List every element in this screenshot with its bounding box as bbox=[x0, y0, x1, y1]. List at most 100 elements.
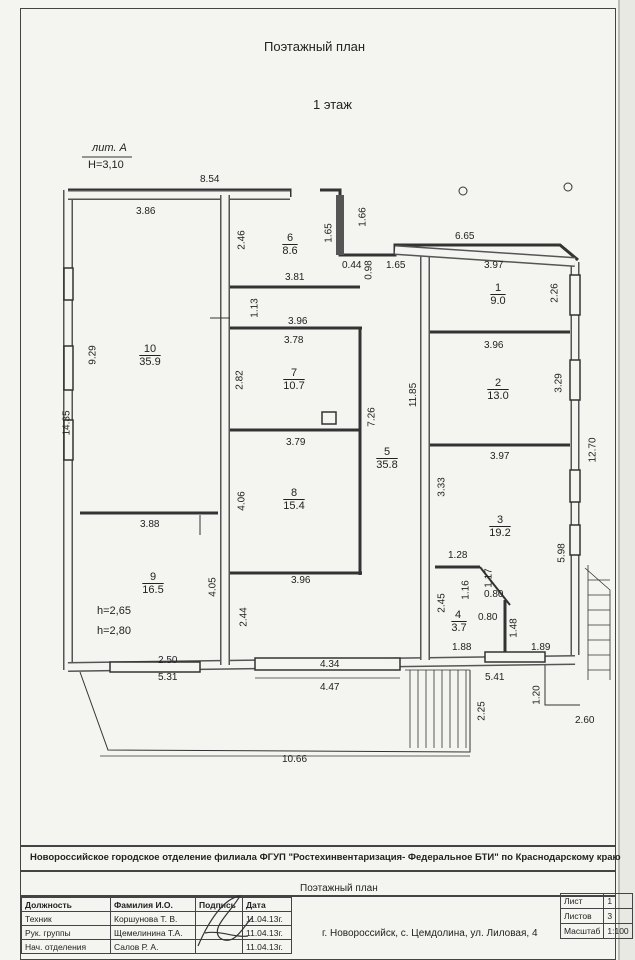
room-10-number: 10 bbox=[143, 343, 157, 355]
row-role: Рук. группы bbox=[21, 925, 111, 940]
dim-8-54: 8.54 bbox=[200, 174, 220, 185]
address: г. Новороссийск, с. Цемдолина, ул. Лилов… bbox=[322, 928, 538, 939]
room-4-number: 4 bbox=[454, 609, 462, 621]
dim-6-65: 6.65 bbox=[455, 231, 475, 242]
room-3-number: 3 bbox=[496, 514, 504, 526]
dim-1-20: 1.20 bbox=[531, 685, 543, 705]
dim-2-82: 2.82 bbox=[234, 370, 246, 390]
sheets-value: 3 bbox=[603, 908, 633, 924]
row-name: Салов Р. А. bbox=[110, 939, 196, 954]
room-10-area: 35.9 bbox=[139, 356, 161, 368]
footer-separator-3 bbox=[20, 895, 616, 897]
signature-table: Должность Фамилия И.О. Подпись Дата Техн… bbox=[21, 897, 292, 954]
dim-4-47: 4.47 bbox=[320, 682, 340, 693]
room-9-number: 9 bbox=[149, 571, 157, 583]
dim-3-96a: 3.96 bbox=[288, 316, 308, 327]
room-8-number: 8 bbox=[290, 487, 298, 499]
height-h1: h=2,65 bbox=[97, 605, 131, 617]
dim-4-05: 4.05 bbox=[207, 577, 219, 597]
height-h2: h=2,80 bbox=[97, 625, 131, 637]
dim-2-44: 2.44 bbox=[238, 607, 250, 627]
dim-2-50: 2.50 bbox=[158, 655, 178, 666]
handwritten-signature bbox=[197, 895, 253, 947]
room-3-area: 19.2 bbox=[489, 527, 511, 539]
dim-3-86: 3.86 bbox=[136, 206, 156, 217]
room-7-area: 10.7 bbox=[283, 380, 305, 392]
room-5-number: 5 bbox=[383, 446, 391, 458]
scale-value: 1:100 bbox=[603, 923, 633, 939]
dim-2-60: 2.60 bbox=[575, 715, 595, 726]
stamp-doc-title: Поэтажный план bbox=[300, 883, 378, 894]
row-role: Нач. отделения bbox=[21, 939, 111, 954]
row-name: Коршунова Т. В. bbox=[110, 911, 196, 926]
dim-7-26: 7.26 bbox=[366, 407, 378, 427]
dim-1-17: 1.17 bbox=[483, 568, 495, 588]
room-8-area: 15.4 bbox=[283, 500, 305, 512]
dim-3-33: 3.33 bbox=[436, 477, 448, 497]
room-9-area: 16.5 bbox=[142, 584, 164, 596]
dim-1-65b: 1.65 bbox=[386, 260, 406, 271]
table-row: Нач. отделения Салов Р. А. 11.04.13г. bbox=[21, 939, 292, 954]
dim-2-25: 2.25 bbox=[476, 701, 488, 721]
dim-1-88: 1.88 bbox=[452, 642, 472, 653]
room-5-area: 35.8 bbox=[376, 459, 398, 471]
dim-0-80a: 0.80 bbox=[484, 589, 504, 600]
room-7-number: 7 bbox=[290, 367, 298, 379]
dim-2-46: 2.46 bbox=[236, 230, 248, 250]
dim-10-66: 10.66 bbox=[282, 754, 308, 765]
dim-3-97b: 3.97 bbox=[490, 451, 510, 462]
room-6-number: 6 bbox=[286, 232, 294, 244]
plan-title: Поэтажный план bbox=[264, 39, 366, 54]
dim-3-29: 3.29 bbox=[553, 373, 565, 393]
dim-2-45: 2.45 bbox=[436, 593, 448, 613]
row-role: Техник bbox=[21, 911, 111, 926]
dim-1-48: 1.48 bbox=[508, 618, 520, 638]
dim-1-89: 1.89 bbox=[531, 642, 551, 653]
scale-label: Масштаб bbox=[559, 923, 605, 939]
dim-3-88: 3.88 bbox=[140, 519, 160, 530]
dim-0-98: 0.98 bbox=[363, 260, 375, 280]
row-name: Щемелинина Т.А. bbox=[110, 925, 196, 940]
dim-11-85: 11.85 bbox=[408, 382, 420, 408]
room-1-number: 1 bbox=[494, 282, 502, 294]
dim-9-29: 9.29 bbox=[87, 345, 99, 365]
header-role: Должность bbox=[21, 897, 111, 912]
dim-5-31: 5.31 bbox=[158, 672, 178, 683]
room-4-area: 3.7 bbox=[451, 622, 467, 634]
dim-14-35: 14.35 bbox=[61, 410, 73, 436]
dim-3-96c: 3.96 bbox=[291, 575, 311, 586]
dim-1-28: 1.28 bbox=[448, 550, 468, 561]
sheet-info-table: Лист 1 Листов 3 Масштаб 1:100 bbox=[559, 893, 633, 939]
room-2-area: 13.0 bbox=[487, 390, 509, 402]
sheet-label: Лист bbox=[559, 893, 605, 909]
table-row: Листов 3 bbox=[559, 908, 633, 924]
dim-4-06: 4.06 bbox=[236, 491, 248, 511]
table-row: Техник Коршунова Т. В. 11.04.13г. bbox=[21, 911, 292, 926]
dim-1-16: 1.16 bbox=[460, 580, 472, 600]
dim-12-70: 12.70 bbox=[587, 437, 599, 463]
room-6-area: 8.6 bbox=[282, 245, 298, 257]
sheets-label: Листов bbox=[559, 908, 605, 924]
table-row: Лист 1 bbox=[559, 893, 633, 909]
dim-3-97a: 3.97 bbox=[484, 260, 504, 271]
dim-3-78: 3.78 bbox=[284, 335, 304, 346]
table-row: Масштаб 1:100 bbox=[559, 923, 633, 939]
dim-4-34: 4.34 bbox=[320, 659, 340, 670]
dim-3-79: 3.79 bbox=[286, 437, 306, 448]
dim-5-41: 5.41 bbox=[485, 672, 505, 683]
dim-3-96b: 3.96 bbox=[484, 340, 504, 351]
room-2-number: 2 bbox=[494, 377, 502, 389]
dim-0-80b: 0.80 bbox=[478, 612, 498, 623]
footer-separator bbox=[20, 845, 616, 847]
dim-1-66: 1.66 bbox=[357, 207, 369, 227]
dim-1-65a: 1.65 bbox=[323, 223, 335, 243]
footer-separator-2 bbox=[20, 870, 616, 872]
room-1-area: 9.0 bbox=[490, 295, 506, 307]
dim-3-81: 3.81 bbox=[285, 272, 305, 283]
dim-0-44: 0.44 bbox=[342, 260, 362, 271]
floor-label: 1 этаж bbox=[313, 97, 352, 112]
lit-height: H=3,10 bbox=[88, 159, 124, 171]
row-date: 11.04.13г. bbox=[242, 939, 292, 954]
dim-5-98: 5.98 bbox=[556, 543, 568, 563]
